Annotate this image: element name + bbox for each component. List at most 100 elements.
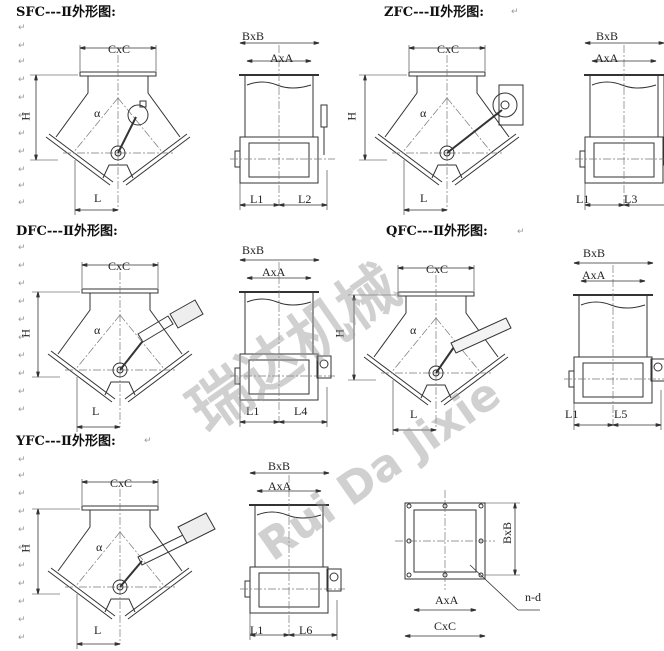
arrowhead xyxy=(114,425,121,429)
arrowhead xyxy=(647,261,654,265)
label-cxc: CxC xyxy=(437,42,459,56)
hopper-body xyxy=(57,293,183,355)
label-l1: L1 xyxy=(250,192,263,206)
actuator-electric xyxy=(119,299,204,371)
return-mark: ↵ xyxy=(18,507,26,517)
motor-icon xyxy=(169,299,204,329)
label-bxb: BxB xyxy=(242,29,264,43)
return-mark: ↵ xyxy=(18,455,26,465)
right-outlet-plate xyxy=(124,350,193,403)
label-l5: L5 xyxy=(614,407,627,421)
return-mark: ↵ xyxy=(18,471,26,481)
pneumatic-cylinder-icon xyxy=(450,317,512,354)
arrowhead xyxy=(305,59,312,63)
return-mark: ↵ xyxy=(18,597,26,607)
label-axa: AxA xyxy=(595,51,619,65)
actuator-housing xyxy=(326,568,342,592)
body xyxy=(244,292,314,354)
arrowhead xyxy=(246,59,253,63)
left-outlet-plate xyxy=(47,567,116,620)
front-view xyxy=(30,45,191,215)
lever-arm xyxy=(435,346,455,374)
arrowhead xyxy=(658,41,664,45)
arrowhead xyxy=(76,425,83,429)
shaft-hub xyxy=(432,369,440,377)
angle-line xyxy=(390,317,437,374)
shaft-circle xyxy=(112,579,128,595)
label-bxb: BxB xyxy=(268,459,290,473)
arrowhead xyxy=(34,154,38,161)
return-mark: ↵ xyxy=(18,315,26,325)
return-mark: ↵ xyxy=(18,579,26,589)
actuator-housing xyxy=(650,358,664,382)
label-cxc: CxC xyxy=(110,476,132,490)
angle-line xyxy=(74,314,121,371)
arrowhead xyxy=(363,74,367,81)
arrowhead xyxy=(273,203,280,207)
label-alpha: α xyxy=(410,323,417,337)
return-mark: ↵ xyxy=(18,23,26,33)
label-l: L xyxy=(410,407,417,421)
arrowhead xyxy=(513,502,517,509)
label-alpha: α xyxy=(96,540,103,554)
arrowhead xyxy=(79,46,86,50)
return-mark: ↵ xyxy=(18,129,26,139)
sfc-front-labels: CxC H α L xyxy=(19,42,130,205)
handwheel-icon xyxy=(492,92,518,118)
return-mark: ↵ xyxy=(18,405,26,415)
arrowhead xyxy=(278,420,285,424)
arrowhead xyxy=(655,423,662,427)
shaft-hub xyxy=(443,149,451,157)
shaft-hub xyxy=(116,366,124,374)
handwheel-hub xyxy=(500,100,510,110)
arrowhead xyxy=(623,203,630,207)
front-view xyxy=(32,479,193,649)
arrowhead xyxy=(392,428,399,432)
counterweight-ball-icon xyxy=(127,104,149,126)
label-bxb: BxB xyxy=(242,243,264,257)
label-h: H xyxy=(345,112,359,121)
actuator-hub xyxy=(319,359,329,369)
hopper-body xyxy=(373,296,499,358)
actuator-counterweight xyxy=(117,100,149,154)
return-mark: ↵ xyxy=(18,489,26,499)
hydraulic-motor-icon xyxy=(177,512,216,544)
front-view xyxy=(348,265,509,435)
arrowhead xyxy=(239,258,246,262)
side-actuator-pneumatic xyxy=(650,358,664,382)
right-outlet-plate xyxy=(451,133,520,186)
arrowhead xyxy=(591,59,598,63)
return-mark: ↵ xyxy=(18,633,26,643)
actuator-housing xyxy=(316,355,332,379)
arrowhead xyxy=(584,41,591,45)
return-mark: ↵ xyxy=(18,615,26,625)
label-axa: AxA xyxy=(268,479,292,493)
arrowhead xyxy=(441,208,448,212)
shaft-circle xyxy=(112,362,128,378)
arrowhead xyxy=(352,294,356,301)
actuator-handwheel xyxy=(446,84,524,154)
arrowhead xyxy=(283,633,290,637)
angle-line xyxy=(117,97,164,154)
arrowhead xyxy=(573,423,580,427)
actuator-hydraulic xyxy=(119,512,216,588)
label-l6: L6 xyxy=(299,623,312,637)
arrowhead xyxy=(315,489,322,493)
return-mark: ↵ xyxy=(18,369,26,379)
label-alpha: α xyxy=(94,106,101,120)
label-bxb: BxB xyxy=(583,246,605,260)
label-axa: AxA xyxy=(262,265,286,279)
return-mark: ↵ xyxy=(511,7,519,17)
weight-cap xyxy=(139,100,147,108)
label-nd: n-d xyxy=(525,590,541,604)
arrowhead xyxy=(81,263,88,267)
arrowhead xyxy=(278,203,285,207)
arrowhead xyxy=(580,279,587,283)
lever-arm xyxy=(119,560,143,588)
yfc-side-labels: BxB AxA L1 L6 xyxy=(250,459,312,637)
arrowhead xyxy=(36,291,40,298)
weight-rod xyxy=(320,104,328,128)
right-outlet-plate xyxy=(122,133,191,186)
arrowhead xyxy=(363,154,367,161)
